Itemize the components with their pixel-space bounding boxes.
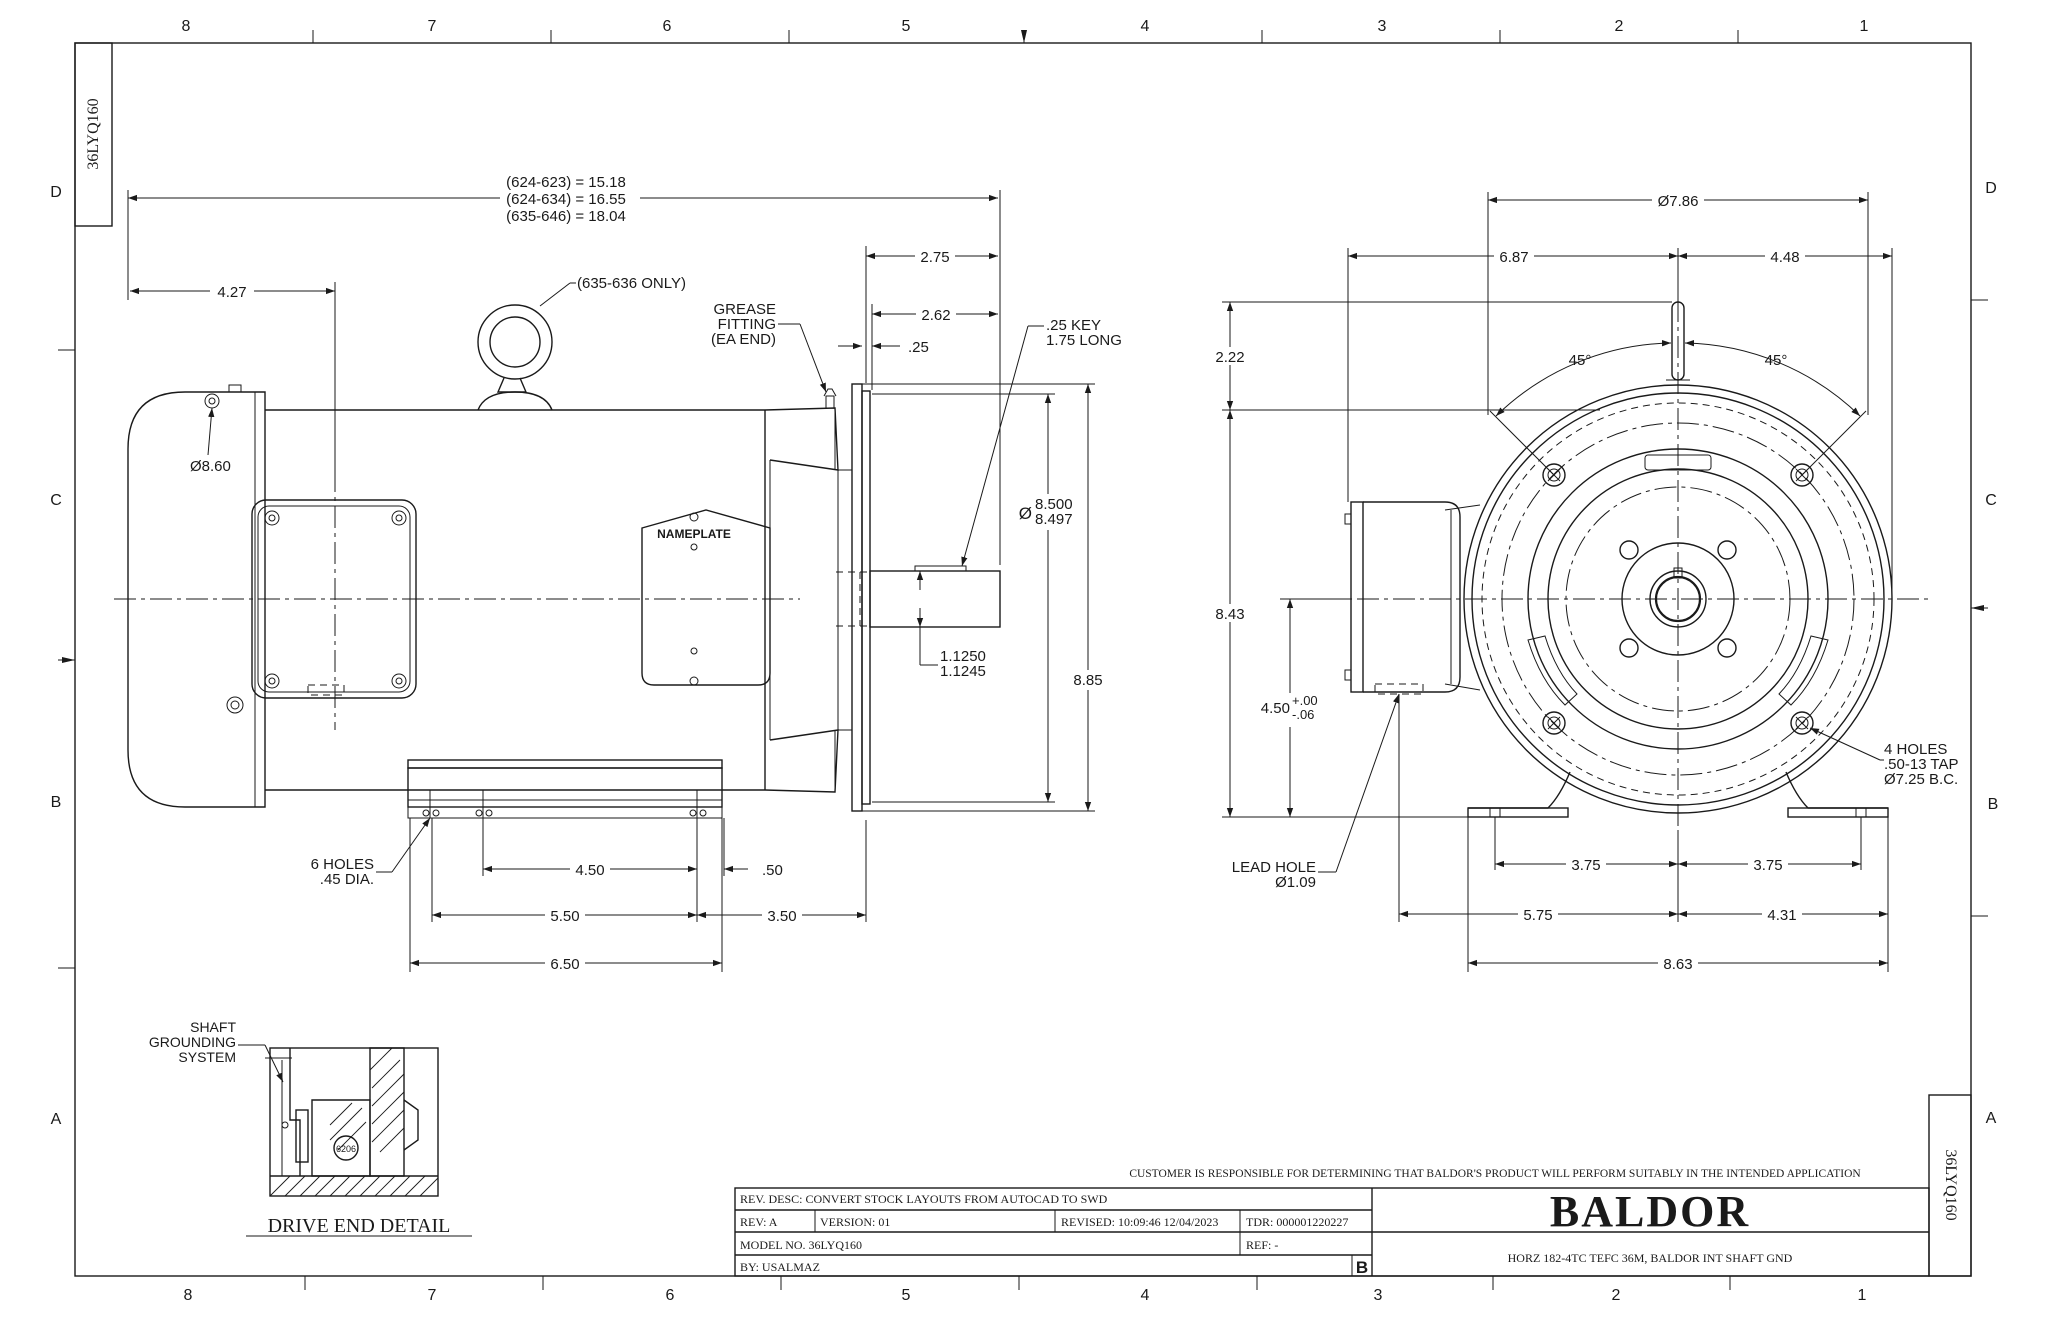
baldor-logo: BALDOR xyxy=(1550,1187,1750,1236)
dim-2-22: 2.22 xyxy=(1215,349,1244,366)
zone-bottom-6: 6 xyxy=(666,1287,675,1304)
dim-6-87: 6.87 xyxy=(1499,249,1528,266)
nameplate-label: NAMEPLATE xyxy=(657,527,731,541)
title-block: CUSTOMER IS RESPONSIBLE FOR DETERMINING … xyxy=(734,1168,1930,1277)
key-note-2: 1.75 LONG xyxy=(1046,332,1122,349)
zone-left-b: B xyxy=(51,794,62,811)
zone-top-6: 6 xyxy=(663,18,672,35)
pilot-dia-upper: 8.500 xyxy=(1035,496,1073,513)
grease-fitting-note-1: GREASE xyxy=(713,301,776,318)
foot-holes-note-1: 6 HOLES xyxy=(311,856,374,873)
overall-length-624-634: (624-634) = 16.55 xyxy=(506,191,626,208)
ref: REF: - xyxy=(1246,1238,1278,1252)
zone-top-4: 4 xyxy=(1141,18,1150,35)
dia-7-86: Ø7.86 xyxy=(1658,193,1699,210)
tdr: TDR: 000001220227 xyxy=(1246,1215,1348,1229)
customer-disclaimer: CUSTOMER IS RESPONSIBLE FOR DETERMINING … xyxy=(1129,1168,1861,1180)
dim-4-50-shaft-height: 4.50 xyxy=(1261,700,1290,717)
model-no: MODEL NO. 36LYQ160 xyxy=(740,1238,862,1252)
end-view: 45° 45° Ø7.86 6.87 4.48 2.22 8.43 4.50 +… xyxy=(1210,190,1959,973)
dim-2-75: 2.75 xyxy=(920,249,949,266)
lead-hole-note-1: LEAD HOLE xyxy=(1232,859,1316,876)
dim-6-50: 6.50 xyxy=(550,956,579,973)
shaft-dia-upper: 1.1250 xyxy=(940,648,986,665)
mount-holes-note-1: 4 HOLES xyxy=(1884,741,1947,758)
key-note-1: .25 KEY xyxy=(1046,317,1101,334)
zone-bottom-5: 5 xyxy=(902,1287,911,1304)
bearing-label: 6206 xyxy=(336,1144,356,1154)
eyebolt-note: (635-636 ONLY) xyxy=(577,275,686,292)
dim-4-31: 4.31 xyxy=(1767,907,1796,924)
revised: REVISED: 10:09:46 12/04/2023 xyxy=(1061,1215,1218,1229)
zone-top-3: 3 xyxy=(1378,18,1387,35)
shaft-dia-lower: 1.1245 xyxy=(940,663,986,680)
overall-length-624-623: (624-623) = 15.18 xyxy=(506,174,626,191)
drive-end-detail: 6206 SHAFT GROUNDING SYSTEM DRIVE END DE… xyxy=(149,1019,472,1237)
zone-bottom-2: 2 xyxy=(1612,1287,1621,1304)
zone-bottom-7: 7 xyxy=(428,1287,437,1304)
version: VERSION: 01 xyxy=(820,1215,890,1229)
pilot-dia-symbol: Ø xyxy=(1019,504,1032,523)
dim-3-50: 3.50 xyxy=(767,908,796,925)
zone-right-b: B xyxy=(1988,796,1999,813)
zone-bottom-8: 8 xyxy=(184,1287,193,1304)
foot-holes-note-2: .45 DIA. xyxy=(320,871,374,888)
pilot-dia-lower: 8.497 xyxy=(1035,511,1073,528)
zone-right-a: A xyxy=(1986,1110,1997,1127)
rev: REV: A xyxy=(740,1215,778,1229)
zone-top-5: 5 xyxy=(902,18,911,35)
lead-hole-note-2: Ø1.09 xyxy=(1275,874,1316,891)
sheet-size: B xyxy=(1356,1258,1368,1277)
drawing-description: HORZ 182-4TC TEFC 36M, BALDOR INT SHAFT … xyxy=(1508,1251,1793,1265)
rev-desc: REV. DESC: CONVERT STOCK LAYOUTS FROM AU… xyxy=(740,1192,1108,1206)
tolerance-plus: +.00 xyxy=(1292,693,1318,708)
zone-top-7: 7 xyxy=(428,18,437,35)
mount-holes-note-2: .50-13 TAP xyxy=(1884,756,1959,773)
dim-4-48: 4.48 xyxy=(1770,249,1799,266)
zone-top-2: 2 xyxy=(1615,18,1624,35)
zone-top-8: 8 xyxy=(182,18,191,35)
zone-bottom-4: 4 xyxy=(1141,1287,1150,1304)
grease-fitting-note-2: FITTING xyxy=(718,316,776,333)
mount-holes-note-3: Ø7.25 B.C. xyxy=(1884,771,1958,788)
angle-45-left: 45° xyxy=(1569,352,1592,369)
dim-0-25: .25 xyxy=(908,339,929,356)
dim-3-75-right: 3.75 xyxy=(1753,857,1782,874)
side-view: NAMEPLATE (624-623) = 15.18 (624-634) = … xyxy=(114,168,1122,973)
zone-bottom-1: 1 xyxy=(1858,1287,1867,1304)
dim-8-85: 8.85 xyxy=(1073,672,1102,689)
overall-length-635-646: (635-646) = 18.04 xyxy=(506,208,626,225)
dim-5-75: 5.75 xyxy=(1523,907,1552,924)
zone-right-c: C xyxy=(1985,492,1997,509)
dim-8-63: 8.63 xyxy=(1663,956,1692,973)
tolerance-minus: -.06 xyxy=(1292,707,1314,722)
sheet-border xyxy=(58,30,1988,1290)
dim-3-75-left: 3.75 xyxy=(1571,857,1600,874)
dim-2-62: 2.62 xyxy=(921,307,950,324)
dim-8-43: 8.43 xyxy=(1215,606,1244,623)
zone-top-1: 1 xyxy=(1860,18,1869,35)
dim-4-27: 4.27 xyxy=(217,284,246,301)
dim-0-50: .50 xyxy=(762,862,783,879)
drawn-by: BY: USALMAZ xyxy=(740,1260,820,1274)
shaft-grounding-note-2: GROUNDING xyxy=(149,1034,236,1050)
zone-left-c: C xyxy=(50,492,62,509)
grease-fitting-note-3: (EA END) xyxy=(711,331,776,348)
dim-4-50-feet: 4.50 xyxy=(575,862,604,879)
zone-left-a: A xyxy=(51,1111,62,1128)
drawing-id-top-left: 36LYQ160 xyxy=(85,98,102,169)
zone-bottom-3: 3 xyxy=(1374,1287,1383,1304)
drawing-id-bottom-right: 36LYQ160 xyxy=(1942,1149,1959,1220)
shaft-grounding-note-1: SHAFT xyxy=(190,1019,236,1035)
drive-end-detail-title: DRIVE END DETAIL xyxy=(268,1215,451,1237)
dim-5-50: 5.50 xyxy=(550,908,579,925)
shaft-grounding-note-3: SYSTEM xyxy=(178,1049,236,1065)
zone-left-d: D xyxy=(50,184,62,201)
dia-8-60: Ø8.60 xyxy=(190,458,231,475)
zone-labels: 8 7 6 5 4 3 2 1 8 7 6 5 4 3 2 1 D C B A … xyxy=(50,18,1998,1304)
zone-right-d: D xyxy=(1985,180,1997,197)
angle-45-right: 45° xyxy=(1765,352,1788,369)
